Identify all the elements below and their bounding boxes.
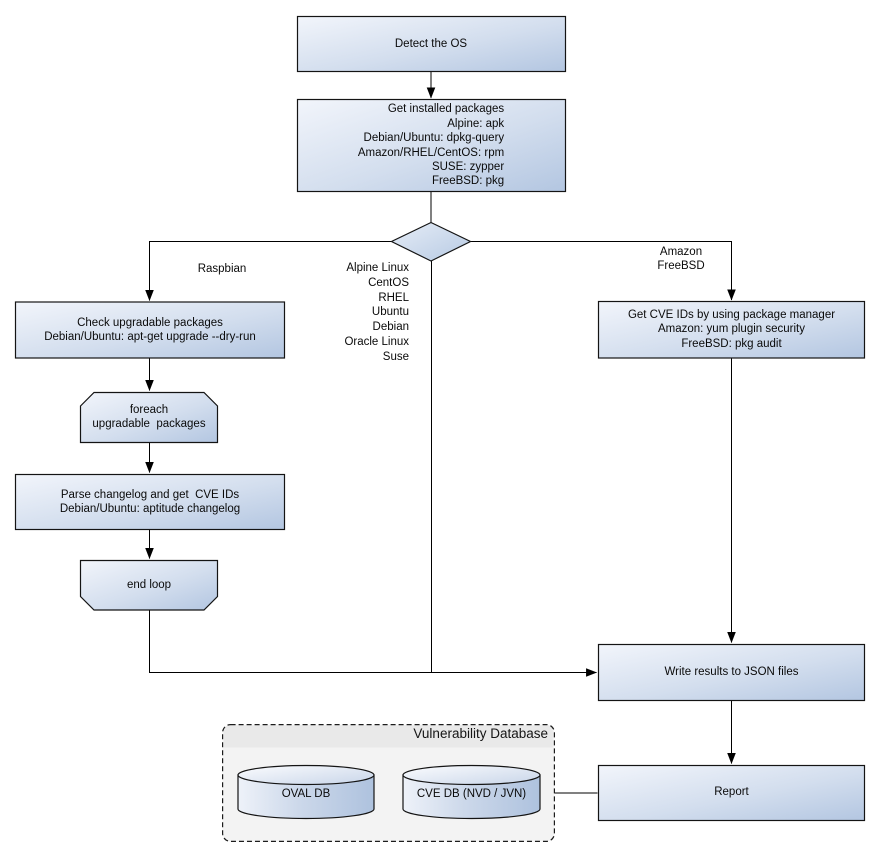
node-foreach-loop-label: foreach upgradable packages xyxy=(80,392,218,442)
cve-db-text: CVE DB (NVD / JVN) xyxy=(416,787,527,800)
oval-db-cylinder-body xyxy=(237,774,375,820)
node-report-shape xyxy=(597,764,866,822)
node-get-cve-ids-text: Get CVE IDs by using package manager Ama… xyxy=(627,308,836,350)
edge-label-amazon-freebsd: Amazon FreeBSD xyxy=(657,246,705,273)
node-foreach-loop-text: foreach upgradable packages xyxy=(92,403,206,430)
edge-label-raspbian: Raspbian xyxy=(197,263,247,275)
node-end-loop-label: end loop xyxy=(80,560,218,610)
node-detect-os-label: Detect the OS xyxy=(297,16,565,72)
cve-db-cylinder-top xyxy=(402,764,541,786)
node-check-upgradable-shape xyxy=(14,301,286,359)
edge-label-os-direct-list: Alpine Linux CentOS RHEL Ubuntu Debian O… xyxy=(344,262,409,363)
oval-db-label: OVAL DB xyxy=(238,779,374,809)
cve-db-label: CVE DB (NVD / JVN) xyxy=(403,779,540,809)
node-check-upgradable-label: Check upgradable packages Debian/Ubuntu:… xyxy=(15,302,285,358)
node-end-loop-text: end loop xyxy=(126,578,172,591)
node-get-installed-packages-label: Get installed packages Alpine: apk Debia… xyxy=(297,99,565,192)
node-detect-os-text: Detect the OS xyxy=(394,37,468,50)
node-get-cve-ids-shape xyxy=(597,300,866,359)
node-detect-os-shape xyxy=(296,15,567,73)
cve-db-cylinder-body xyxy=(402,774,541,820)
oval-db-cylinder-top xyxy=(237,764,375,786)
edge-decision-to-get-cve xyxy=(471,241,736,301)
db-container-title: Vulnerability Database xyxy=(413,726,548,741)
node-report-text: Report xyxy=(714,786,749,799)
node-get-installed-packages-shape xyxy=(296,98,567,193)
node-parse-changelog-label: Parse changelog and get CVE IDs Debian/U… xyxy=(15,474,285,530)
node-write-results-text: Write results to JSON files xyxy=(664,666,799,679)
db-container-border xyxy=(222,723,555,842)
node-parse-changelog-shape xyxy=(14,473,286,531)
node-write-results-label: Write results to JSON files xyxy=(598,644,865,701)
db-container-header-strip xyxy=(223,725,553,748)
node-end-loop-shape xyxy=(79,559,219,611)
node-write-results-shape xyxy=(597,643,866,702)
edge-decision-to-check-upgradable xyxy=(145,241,391,302)
node-get-cve-ids-label: Get CVE IDs by using package manager Ama… xyxy=(598,301,865,358)
node-check-upgradable-text: Check upgradable packages Debian/Ubuntu:… xyxy=(44,316,256,343)
node-report-label: Report xyxy=(598,765,865,820)
edge-endloop-to-write-results xyxy=(149,610,598,677)
oval-db-text: OVAL DB xyxy=(281,787,331,800)
node-parse-changelog-text: Parse changelog and get CVE IDs Debian/U… xyxy=(59,488,241,515)
node-foreach-loop-shape xyxy=(79,391,219,444)
node-get-installed-packages-text: Get installed packages Alpine: apk Debia… xyxy=(357,103,505,188)
node-os-decision-diamond xyxy=(390,221,472,262)
